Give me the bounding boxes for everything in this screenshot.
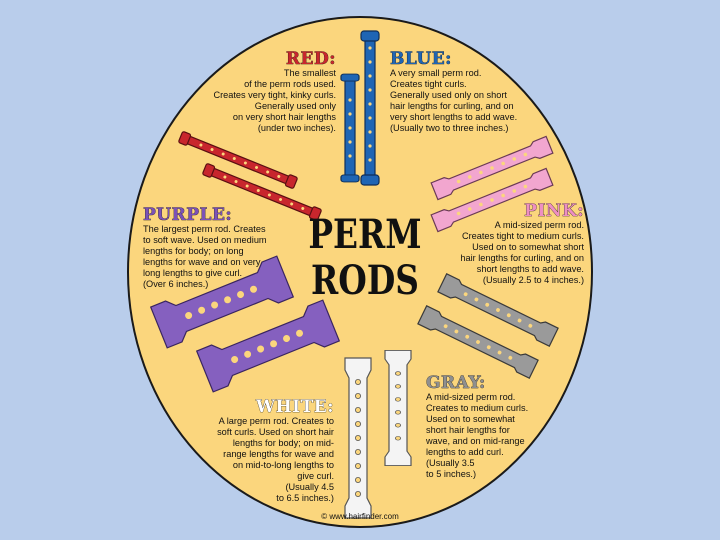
red-rod-2 <box>201 162 323 222</box>
blue-description: BLUE: A very small perm rod. Creates tig… <box>390 50 560 134</box>
title-line-1: PERM <box>308 211 422 258</box>
purple-heading: PURPLE: <box>143 205 233 225</box>
purple-description: PURPLE: The largest perm rod. Creates to… <box>143 206 293 290</box>
white-rod-1 <box>344 357 372 519</box>
white-rod-2 <box>384 349 412 467</box>
blue-heading: BLUE: <box>390 49 452 69</box>
gray-heading: GRAY: <box>426 373 486 393</box>
pink-description: PINK: A mid-sized perm rod. Creates tigh… <box>430 202 584 286</box>
copyright-credit: © www.hairfinder.com <box>321 512 399 521</box>
pink-rod-2 <box>430 167 554 233</box>
red-heading: RED: <box>285 49 336 69</box>
red-description: RED: The smallest of the perm rods used.… <box>168 50 336 134</box>
blue-rod-holes <box>348 46 372 162</box>
diagram-title: PERM RODS <box>304 212 427 304</box>
red-rod-1 <box>177 130 299 190</box>
purple-rod-2 <box>196 299 340 393</box>
disc <box>127 16 593 528</box>
pink-heading: PINK: <box>524 201 584 221</box>
purple-rod-1 <box>150 255 294 349</box>
white-heading: WHITE: <box>256 397 334 417</box>
white-description: WHITE: A large perm rod. Creates to soft… <box>196 398 334 504</box>
gray-rod-2 <box>417 305 539 379</box>
title-line-2: RODS <box>311 257 419 304</box>
gray-description: GRAY: A mid-sized perm rod. Creates to m… <box>426 374 556 480</box>
gray-rod-1 <box>437 273 559 347</box>
pink-rod-1 <box>430 135 554 201</box>
